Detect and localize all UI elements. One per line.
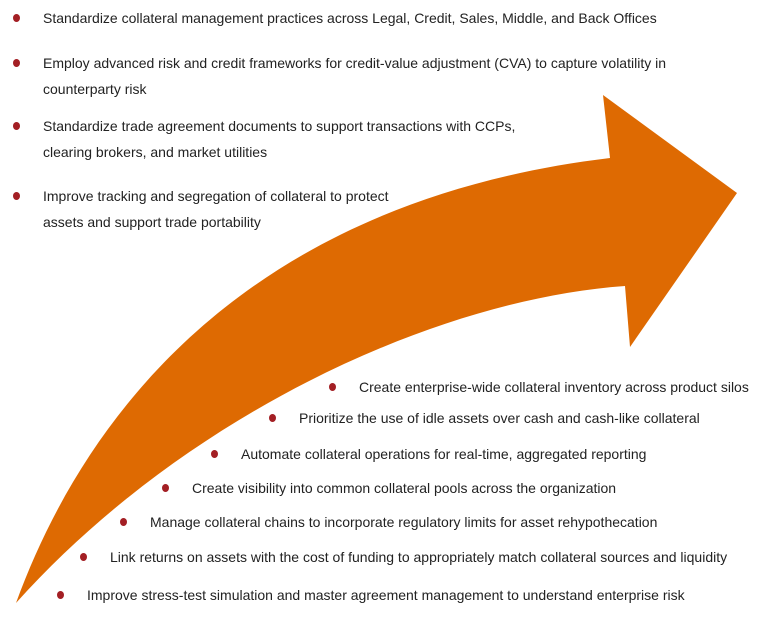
item-text: Employ advanced risk and credit framewor…: [43, 55, 666, 71]
bullet-icon: [13, 59, 20, 67]
bullet-icon: [162, 484, 169, 492]
curved-arrow-shape: [16, 95, 737, 603]
item-text: Standardize collateral management practi…: [43, 10, 657, 26]
bullet-icon: [57, 591, 64, 599]
bullet-icon: [269, 414, 276, 422]
bottom-item-3: Automate collateral operations for real-…: [211, 441, 647, 467]
item-text: clearing brokers, and market utilities: [43, 144, 268, 160]
item-text: Prioritize the use of idle assets over c…: [299, 410, 700, 426]
item-text: Improve tracking and segregation of coll…: [43, 188, 389, 204]
top-item-2: Employ advanced risk and credit framewor…: [13, 50, 666, 102]
item-text: Standardize trade agreement documents to…: [43, 118, 516, 134]
item-text: Link returns on assets with the cost of …: [110, 549, 728, 565]
item-text: Improve stress-test simulation and maste…: [87, 587, 685, 603]
bullet-icon: [329, 383, 336, 391]
bullet-icon: [13, 14, 20, 22]
top-item-4: Improve tracking and segregation of coll…: [13, 183, 389, 235]
bottom-item-6: Link returns on assets with the cost of …: [80, 544, 728, 570]
top-item-1: Standardize collateral management practi…: [13, 5, 657, 31]
bottom-item-4: Create visibility into common collateral…: [162, 475, 617, 501]
bottom-item-2: Prioritize the use of idle assets over c…: [269, 405, 700, 431]
item-text: assets and support trade portability: [43, 214, 261, 230]
bottom-item-1: Create enterprise-wide collateral invent…: [329, 374, 749, 400]
item-text: Manage collateral chains to incorporate …: [150, 514, 658, 530]
item-text: Create enterprise-wide collateral invent…: [359, 379, 749, 395]
bullet-icon: [120, 518, 127, 526]
item-text: Create visibility into common collateral…: [192, 480, 617, 496]
bottom-item-5: Manage collateral chains to incorporate …: [120, 509, 658, 535]
item-text: Automate collateral operations for real-…: [241, 446, 647, 462]
bullet-icon: [13, 122, 20, 130]
top-item-3: Standardize trade agreement documents to…: [13, 113, 516, 165]
bottom-item-7: Improve stress-test simulation and maste…: [57, 582, 685, 608]
bullet-icon: [13, 192, 20, 200]
bullet-icon: [211, 450, 218, 458]
item-text: counterparty risk: [43, 81, 147, 97]
bullet-icon: [80, 553, 87, 561]
